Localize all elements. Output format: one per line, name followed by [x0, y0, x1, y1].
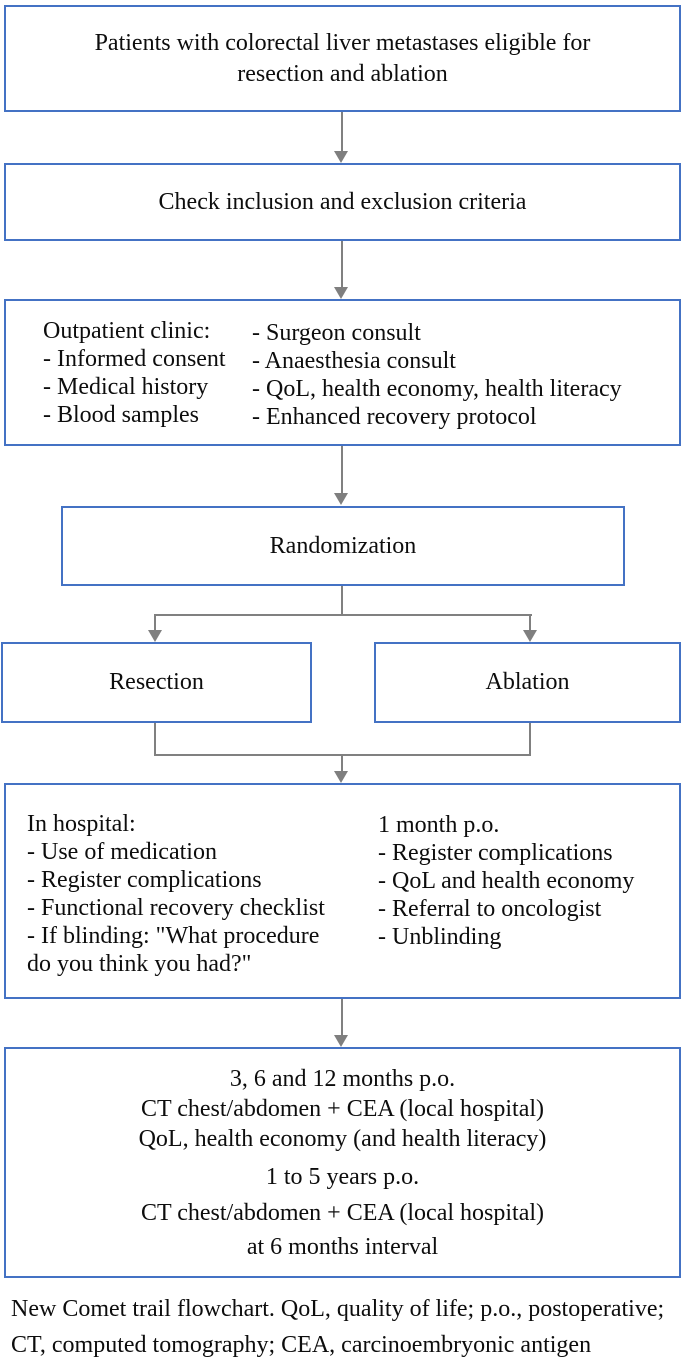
outpatient-left-line: Outpatient clinic:	[43, 318, 211, 344]
arrowhead-down-icon	[148, 630, 162, 642]
followup-line: 1 to 5 years p.o.	[265, 1163, 420, 1190]
caption-line1: New Comet trail flowchart. QoL, quality …	[11, 1296, 665, 1322]
outpatient-left-line: - Medical history	[43, 374, 209, 400]
flowchart-box-in-hospital: In hospital: - Use of medication - Regis…	[4, 783, 681, 999]
flowchart-box-outpatient-clinic: Outpatient clinic: - Informed consent - …	[4, 299, 681, 446]
arrowhead-down-icon	[334, 1035, 348, 1047]
randomization-text: Randomization	[269, 532, 417, 559]
hospital-right-line: - QoL and health economy	[378, 868, 635, 894]
hospital-left-column: In hospital: - Use of medication - Regis…	[27, 810, 325, 978]
caption-line2: CT, computed tomography; CEA, carcinoemb…	[11, 1332, 592, 1358]
connector-merge-stem	[341, 754, 343, 773]
arrowhead-down-icon	[334, 287, 348, 299]
connector-line-1	[341, 112, 343, 152]
arrowhead-down-icon	[334, 151, 348, 163]
figure-caption: New Comet trail flowchart. QoL, quality …	[11, 1291, 664, 1359]
hospital-left-line: do you think you had?"	[27, 951, 252, 977]
flowchart-box-ablation: Ablation	[374, 642, 681, 723]
hospital-left-line: - If blinding: "What procedure	[27, 923, 320, 949]
hospital-left-line: In hospital:	[27, 811, 136, 837]
hospital-right-line: 1 month p.o.	[378, 812, 500, 838]
connector-branch-right	[529, 614, 531, 632]
connector-branch-stem	[341, 586, 343, 616]
outpatient-right-line: - Surgeon consult	[252, 320, 421, 346]
followup-line: 3, 6 and 12 months p.o.	[229, 1065, 456, 1092]
followup-line: CT chest/abdomen + CEA (local hospital)	[140, 1095, 545, 1122]
flowchart-box-followup: 3, 6 and 12 months p.o. CT chest/abdomen…	[4, 1047, 681, 1278]
hospital-left-line: - Register complications	[27, 867, 262, 893]
flowchart-box-randomization: Randomization	[61, 506, 625, 586]
flowchart-box-eligibility: Patients with colorectal liver metastase…	[4, 5, 681, 112]
followup-line: CT chest/abdomen + CEA (local hospital)	[140, 1199, 545, 1226]
outpatient-right-line: - Enhanced recovery protocol	[252, 404, 537, 430]
resection-text: Resection	[109, 669, 204, 695]
connector-line-3	[341, 446, 343, 493]
connector-merge-right	[529, 723, 531, 756]
hospital-right-line: - Unblinding	[378, 924, 502, 950]
outpatient-right-line: - QoL, health economy, health literacy	[252, 376, 622, 402]
followup-line: at 6 months interval	[246, 1233, 439, 1260]
criteria-text: Check inclusion and exclusion criteria	[158, 188, 527, 215]
hospital-left-line: - Functional recovery checklist	[27, 895, 325, 921]
connector-line-2	[341, 241, 343, 287]
hospital-right-column: 1 month p.o. - Register complications - …	[378, 811, 634, 951]
followup-line: QoL, health economy (and health literacy…	[138, 1125, 547, 1152]
hospital-right-line: - Register complications	[378, 840, 613, 866]
connector-branch-left	[154, 614, 156, 632]
outpatient-right-column: - Surgeon consult - Anaesthesia consult …	[252, 319, 622, 431]
flowchart-box-criteria: Check inclusion and exclusion criteria	[4, 163, 681, 241]
connector-branch-bar	[154, 614, 532, 616]
connector-merge-left	[154, 723, 156, 756]
outpatient-left-line: - Blood samples	[43, 402, 199, 428]
arrowhead-down-icon	[523, 630, 537, 642]
arrowhead-down-icon	[334, 771, 348, 783]
connector-line-4	[341, 999, 343, 1036]
flowchart-box-resection: Resection	[1, 642, 312, 723]
hospital-left-line: - Use of medication	[27, 839, 217, 865]
arrowhead-down-icon	[334, 493, 348, 505]
eligibility-text-line1: Patients with colorectal liver metastase…	[94, 29, 591, 56]
hospital-right-line: - Referral to oncologist	[378, 896, 602, 922]
outpatient-right-line: - Anaesthesia consult	[252, 348, 456, 374]
outpatient-left-line: - Informed consent	[43, 346, 226, 372]
outpatient-left-column: Outpatient clinic: - Informed consent - …	[43, 317, 226, 429]
eligibility-text-line2: resection and ablation	[237, 60, 448, 87]
ablation-text: Ablation	[485, 669, 570, 695]
